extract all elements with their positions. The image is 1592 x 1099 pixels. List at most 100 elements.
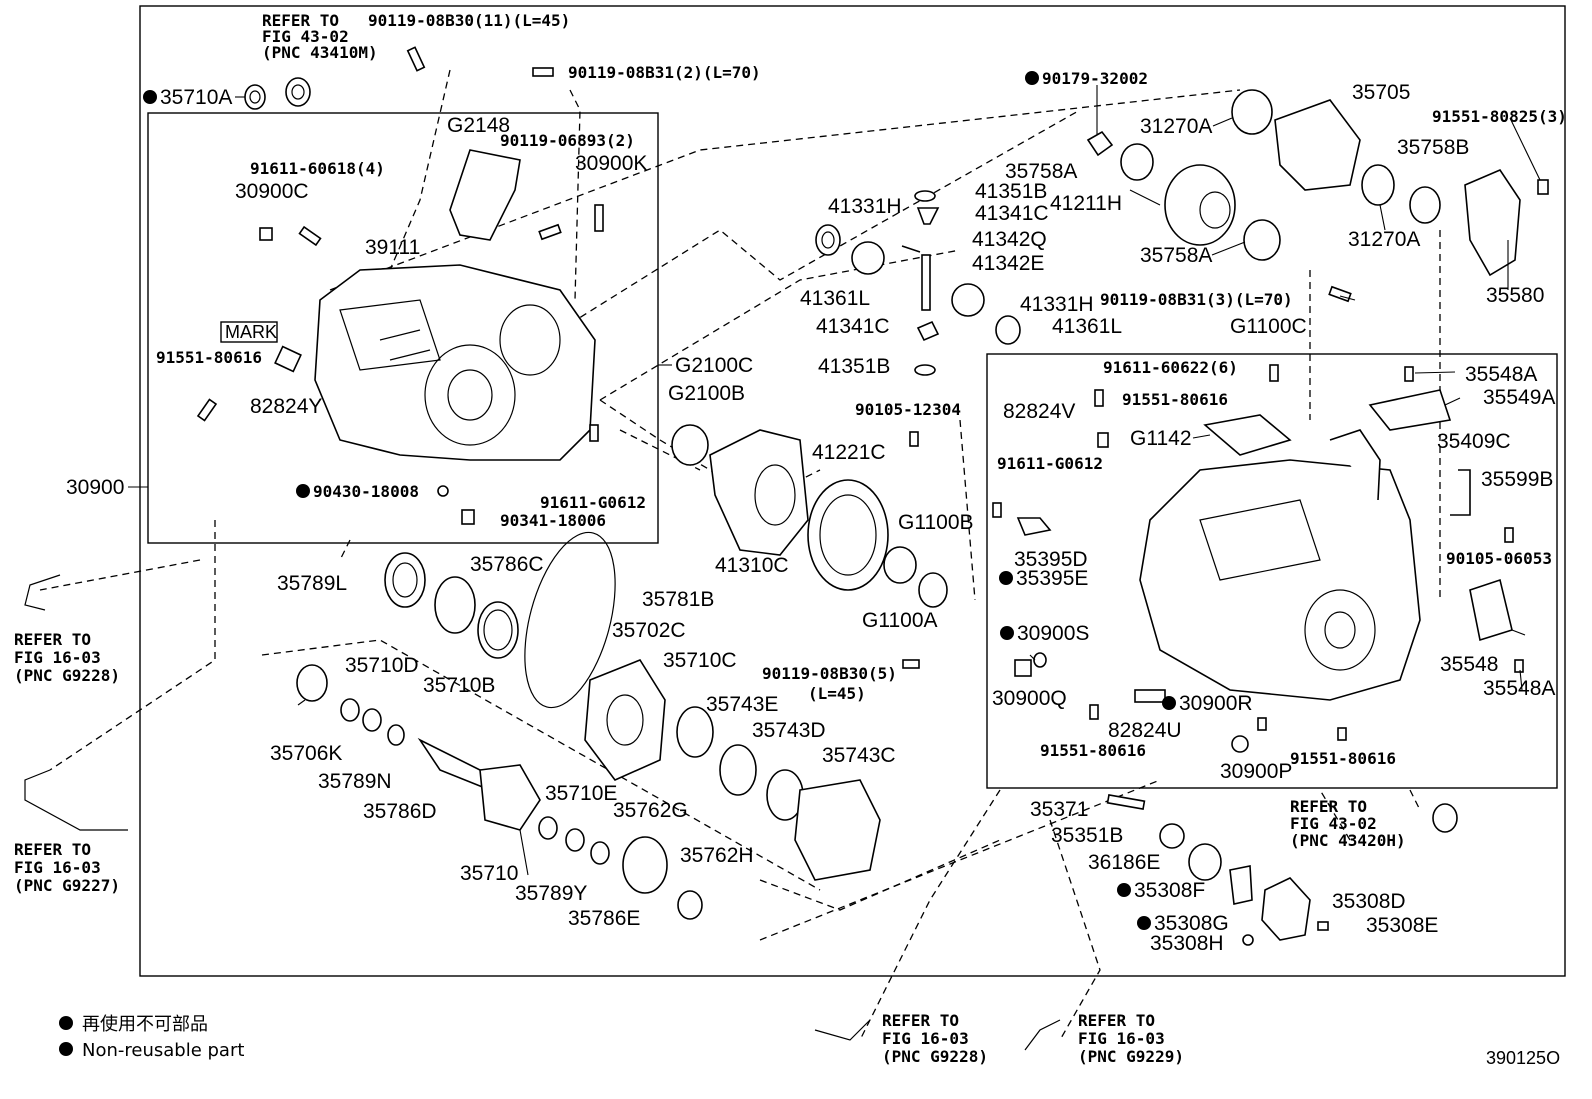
non-reusable-dot	[143, 90, 157, 104]
top-right-gears	[1086, 89, 1549, 303]
label-35789n: 35789N	[318, 770, 392, 793]
label-91611-60622: 91611-60622(6)	[1103, 358, 1238, 377]
svg-text:(PNC G9228): (PNC G9228)	[14, 666, 120, 685]
label-41351b-b: 41351B	[818, 355, 890, 378]
label-35395e: 35395E	[1016, 567, 1088, 590]
seal-43410m	[285, 77, 311, 107]
refer-note-g9229: REFER TO FIG 16-03 (PNC G9229)	[1078, 1011, 1184, 1066]
label-g2148: G2148	[447, 114, 510, 137]
label-35758a-a: 35758A	[1005, 160, 1077, 183]
label-35710: 35710	[460, 862, 518, 885]
label-41342e: 41342E	[972, 252, 1044, 275]
label-82824v: 82824V	[1003, 400, 1075, 423]
label-35548a-a: 35548A	[1465, 363, 1537, 386]
label-35710d: 35710D	[345, 654, 419, 677]
label-30900s: 30900S	[1017, 622, 1089, 645]
label-90119-08b30-5: 90119-08B30(5)	[762, 664, 897, 683]
label-41341c-b: 41341C	[816, 315, 890, 338]
label-41211h: 41211H	[1050, 192, 1122, 215]
svg-text:REFER TO: REFER TO	[1290, 797, 1367, 816]
label-35781b: 35781B	[642, 588, 714, 611]
legend-jp: 再使用不可部品	[82, 1014, 208, 1035]
svg-text:REFER TO: REFER TO	[14, 630, 91, 649]
label-35580: 35580	[1486, 284, 1544, 307]
oil-pump-parts	[1106, 794, 1458, 946]
label-41361l-b: 41361L	[1052, 315, 1122, 338]
refer-note-43420h: REFER TO FIG 43-02 (PNC 43420H)	[1290, 797, 1406, 850]
label-91551-80616-a: 91551-80616	[156, 348, 262, 367]
label-35758a-b: 35758A	[1140, 244, 1212, 267]
differential-parts	[815, 190, 1021, 376]
svg-text:FIG 16-03: FIG 16-03	[14, 648, 101, 667]
label-82824y: 82824Y	[250, 395, 322, 418]
label-35371: 35371	[1030, 798, 1088, 821]
label-35762h: 35762H	[680, 844, 754, 867]
mark-tag: MARK	[220, 321, 278, 343]
bolts-right	[902, 364, 1524, 753]
label-g1100a: G1100A	[862, 609, 938, 632]
label-g1100c: G1100C	[1230, 315, 1307, 338]
label-90179-32002: 90179-32002	[1042, 69, 1148, 88]
left-housing-frame	[147, 112, 659, 544]
svg-text:FIG 16-03: FIG 16-03	[882, 1029, 969, 1048]
label-35789l: 35789L	[277, 572, 347, 595]
label-35786e: 35786E	[568, 907, 640, 930]
svg-text:FIG 43-02: FIG 43-02	[1290, 814, 1377, 833]
label-35308f: 35308F	[1134, 879, 1205, 902]
label-35308d: 35308D	[1332, 890, 1406, 913]
label-35706k: 35706K	[270, 742, 342, 765]
outer-frame	[139, 5, 1566, 977]
svg-text:MARK: MARK	[225, 322, 277, 342]
label-91551-80825: 91551-80825(3)	[1432, 107, 1567, 126]
label-35710a: 35710A	[160, 86, 232, 109]
refer-note-g9228-b: REFER TO FIG 16-03 (PNC G9228)	[882, 1011, 988, 1066]
svg-text:FIG 43-02: FIG 43-02	[262, 27, 349, 46]
label-35548: 35548	[1440, 653, 1498, 676]
label-90119-06893: 90119-06893(2)	[500, 131, 635, 150]
label-35710b: 35710B	[423, 674, 495, 697]
svg-text:FIG 16-03: FIG 16-03	[14, 858, 101, 877]
hoses	[24, 574, 1061, 1051]
label-41361l-a: 41361L	[800, 287, 870, 310]
label-90430-18008: 90430-18008	[313, 482, 419, 501]
label-35743c: 35743C	[822, 744, 896, 767]
leader-lines	[128, 85, 1541, 876]
diagram-code: 390125O	[1486, 1048, 1560, 1068]
label-36186e: 36186E	[1088, 851, 1160, 874]
svg-text:FIG 16-03: FIG 16-03	[1078, 1029, 1165, 1048]
label-39111: 39111	[365, 236, 420, 259]
label-35395d: 35395D	[1014, 548, 1088, 571]
legend: 再使用不可部品 Non-reusable part	[59, 1014, 244, 1061]
label-90119-08b30-11: 90119-08B30(11)(L=45)	[368, 11, 570, 30]
label-41331h-a: 41331H	[828, 195, 902, 218]
label-91551-80616-b: 91551-80616	[1122, 390, 1228, 409]
part-labels: 90119-08B30(11)(L=45) 35710A 90119-08B31…	[66, 11, 1567, 955]
label-90119-08b31-3: 90119-08B31(3)(L=70)	[1100, 290, 1293, 309]
refer-note-g9227: REFER TO FIG 16-03 (PNC G9227)	[14, 840, 120, 895]
label-91551-80616-d: 91551-80616	[1290, 749, 1396, 768]
label-90105-06053: 90105-06053	[1446, 549, 1552, 568]
label-35702c: 35702C	[612, 619, 686, 642]
label-41351b-a: 41351B	[975, 180, 1047, 203]
differential-case	[671, 424, 948, 608]
right-housing-frame	[986, 353, 1558, 789]
label-g1142: G1142	[1130, 427, 1192, 450]
label-35705: 35705	[1352, 81, 1410, 104]
legend-dot-jp	[59, 1016, 73, 1030]
legend-en: Non-reusable part	[82, 1040, 244, 1061]
label-30900r: 30900R	[1179, 692, 1253, 715]
refer-note-43410m: REFER TO FIG 43-02 (PNC 43410M)	[262, 11, 378, 62]
svg-text:REFER TO: REFER TO	[882, 1011, 959, 1030]
transaxle-housing-left	[314, 149, 596, 461]
label-91611-g0612-a: 91611-G0612	[540, 493, 646, 512]
label-30900p: 30900P	[1220, 760, 1292, 783]
label-30900: 30900	[66, 476, 124, 499]
svg-text:REFER TO: REFER TO	[1078, 1011, 1155, 1030]
label-35710c: 35710C	[663, 649, 737, 672]
label-30900c: 30900C	[235, 180, 309, 203]
label-91611-g0612-b: 91611-G0612	[997, 454, 1103, 473]
label-30900q: 30900Q	[992, 687, 1067, 710]
label-35549a: 35549A	[1483, 386, 1555, 409]
label-41310c: 41310C	[715, 554, 789, 577]
